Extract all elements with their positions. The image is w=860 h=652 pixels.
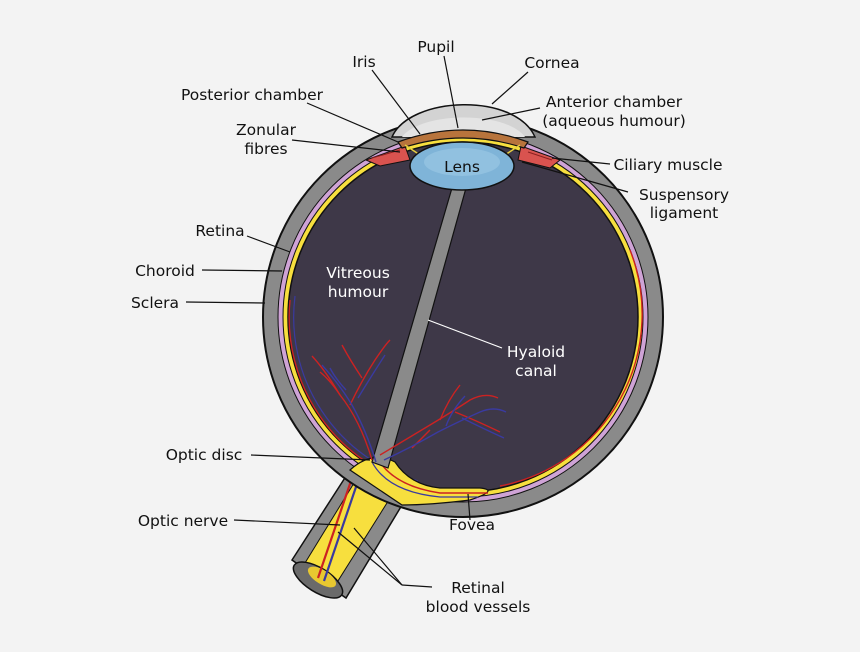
label-cornea: Cornea [524, 54, 579, 72]
label-optic-disc: Optic disc [166, 446, 243, 464]
label-retina: Retina [195, 222, 244, 240]
label-ligament: ligament [650, 204, 719, 222]
label-sclera: Sclera [131, 294, 179, 312]
label-suspensory: Suspensory [639, 186, 729, 204]
label-humour: humour [328, 283, 389, 301]
label-canal: canal [515, 362, 557, 380]
label-posterior-chamber: Posterior chamber [181, 86, 324, 104]
ciliary-body [364, 145, 562, 169]
label-lens: Lens [444, 158, 480, 176]
label-fovea: Fovea [449, 516, 495, 534]
label-fibres: fibres [244, 140, 287, 158]
label-anterior-chamber-sub: (aqueous humour) [542, 112, 686, 130]
leader-lines [185, 55, 629, 588]
label-pupil: Pupil [417, 38, 454, 56]
label-zonular: Zonular [236, 121, 297, 139]
label-iris: Iris [352, 53, 375, 71]
label-choroid: Choroid [135, 262, 195, 280]
label-retinal: Retinal [451, 579, 505, 597]
iris-shape [397, 129, 529, 149]
label-ciliary-muscle: Ciliary muscle [613, 156, 722, 174]
optic-nerve-shape [290, 468, 404, 600]
label-hyaloid: Hyaloid [507, 343, 565, 361]
label-anterior-chamber: Anterior chamber [546, 93, 683, 111]
label-vitreous: Vitreous [326, 264, 390, 282]
retinal-vessel-branches [311, 339, 507, 463]
label-blood-vessels: blood vessels [426, 598, 531, 616]
label-optic-nerve: Optic nerve [138, 512, 228, 530]
